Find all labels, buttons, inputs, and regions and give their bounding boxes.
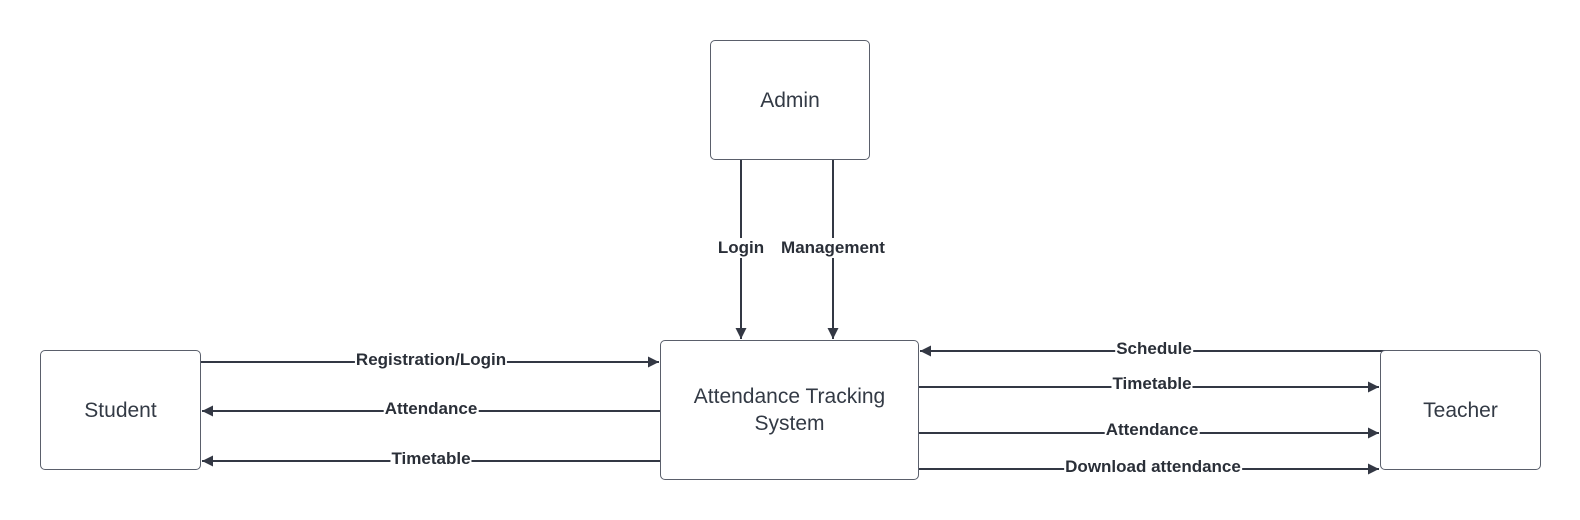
edge-label-student-timetable: Timetable: [390, 449, 472, 469]
teacher-node-label: Teacher: [1423, 398, 1498, 422]
attendance-tracking-system-label: Attendance Tracking System: [693, 385, 886, 435]
teacher-node: Teacher: [1380, 350, 1541, 470]
edge-label-login: Login: [716, 238, 766, 258]
edge-label-registration-login: Registration/Login: [354, 350, 508, 370]
edge-label-teacher-attendance: Attendance: [1104, 420, 1200, 440]
admin-node-label: Admin: [760, 88, 820, 112]
admin-node: Admin: [710, 40, 870, 160]
student-node: Student: [40, 350, 201, 470]
edge-label-management: Management: [780, 238, 886, 258]
edge-label-teacher-timetable: Timetable: [1111, 374, 1193, 394]
student-node-label: Student: [84, 398, 157, 422]
attendance-tracking-system-node: Attendance Tracking System: [660, 340, 919, 480]
edge-label-schedule: Schedule: [1115, 339, 1193, 359]
edge-label-download-attendance: Download attendance: [1064, 457, 1242, 477]
edge-label-student-attendance: Attendance: [383, 399, 479, 419]
